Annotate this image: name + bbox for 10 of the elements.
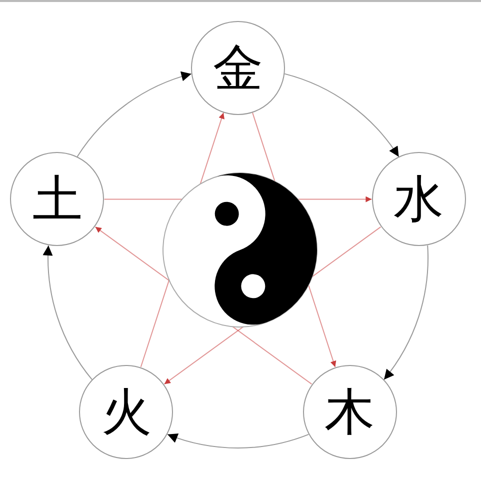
element-character: 金 <box>213 43 263 93</box>
arrow <box>284 73 400 158</box>
arrow <box>384 244 428 380</box>
arrow <box>76 72 192 158</box>
arrow <box>43 244 92 380</box>
element-character: 土 <box>32 174 82 224</box>
element-character: 木 <box>324 386 375 437</box>
element-character: 火 <box>101 386 152 437</box>
element-character: 水 <box>394 174 444 224</box>
arrow <box>166 432 310 448</box>
